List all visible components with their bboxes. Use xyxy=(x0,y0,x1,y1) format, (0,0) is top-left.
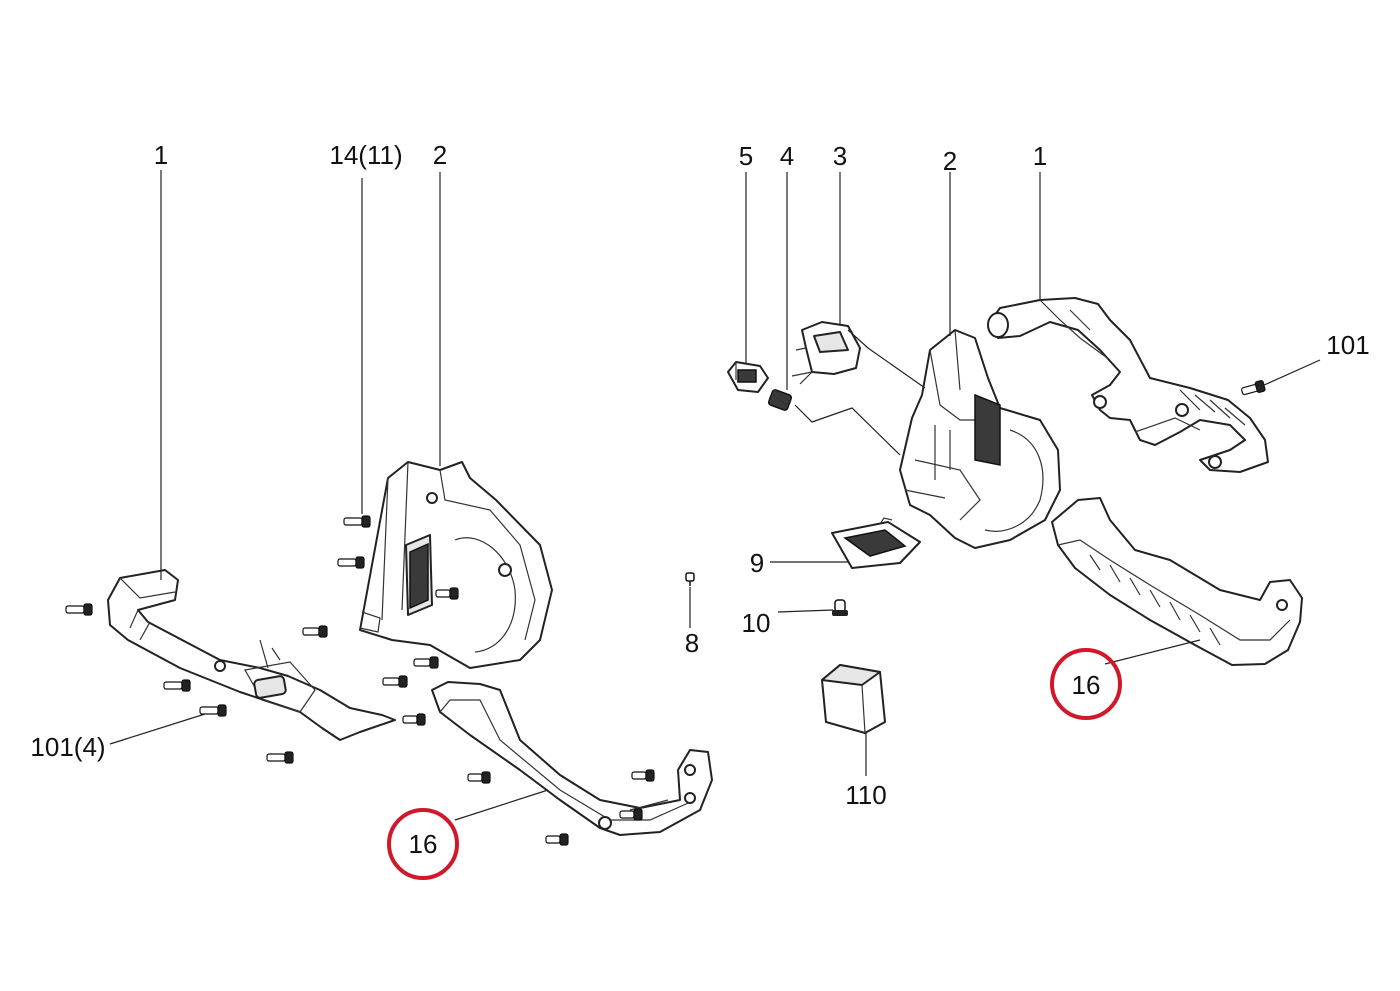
label-right-part-2: 2 xyxy=(943,146,957,176)
screw-icon xyxy=(266,751,294,764)
left-handle-part-1 xyxy=(107,569,396,741)
right-part-3 xyxy=(791,321,861,385)
label-right-part-9: 9 xyxy=(750,548,764,578)
label-right-part-5: 5 xyxy=(739,141,753,171)
right-part-8-pin xyxy=(685,572,695,586)
callout-circle-left-16 xyxy=(387,808,459,880)
right-handle-part-1 xyxy=(987,297,1269,473)
left-screws xyxy=(65,515,655,846)
screw-icon xyxy=(619,808,643,821)
label-right-part-101: 101 xyxy=(1326,330,1369,360)
right-lower-bar-part-16 xyxy=(1051,497,1303,666)
label-right-part-4: 4 xyxy=(780,141,794,171)
screw-icon xyxy=(545,833,569,846)
screw-icon xyxy=(382,675,408,688)
screw-icon xyxy=(1241,379,1266,396)
left-lower-bar-part-16 xyxy=(431,681,713,836)
label-left-part-101: 101(4) xyxy=(30,732,105,762)
screw-icon xyxy=(467,771,491,784)
screw-icon xyxy=(402,713,426,726)
right-part-10-screw xyxy=(832,599,848,616)
label-right-part-1: 1 xyxy=(1033,141,1047,171)
label-left-part-2: 2 xyxy=(433,140,447,170)
right-part-9-filter xyxy=(831,517,921,569)
label-right-part-10: 10 xyxy=(742,608,771,638)
left-leader-lines xyxy=(109,170,549,821)
label-left-part-14: 14(11) xyxy=(329,140,402,170)
right-part-4-spring xyxy=(767,389,793,411)
screw-icon xyxy=(413,656,439,669)
label-right-part-16: 16 xyxy=(1072,670,1101,700)
screw-icon xyxy=(343,515,371,528)
callout-circle-right-16 xyxy=(1050,648,1122,720)
right-leader-lines xyxy=(689,172,1321,776)
label-right-part-110: 110 xyxy=(845,780,886,810)
left-housing-part-2 xyxy=(359,461,553,669)
screw-icon xyxy=(302,625,328,638)
label-right-part-8: 8 xyxy=(685,628,699,658)
screw-icon xyxy=(631,769,655,782)
screw-icon xyxy=(337,556,365,569)
label-right-part-3: 3 xyxy=(833,141,847,171)
screw-icon xyxy=(65,603,93,616)
screw-icon xyxy=(199,704,227,717)
screw-icon xyxy=(163,679,191,692)
right-housing-part-2 xyxy=(899,329,1061,549)
label-left-part-1: 1 xyxy=(154,140,168,170)
screw-icon xyxy=(435,587,459,600)
label-left-part-16: 16 xyxy=(409,829,438,859)
right-part-5 xyxy=(727,361,769,393)
right-part-110-block xyxy=(821,664,886,734)
